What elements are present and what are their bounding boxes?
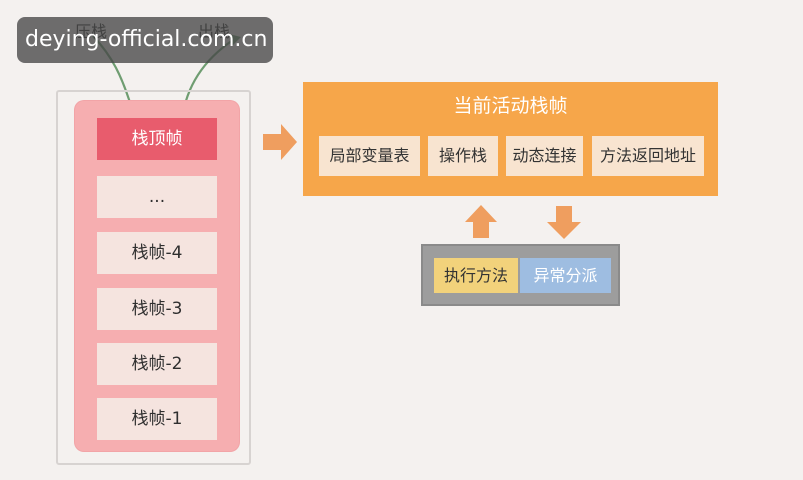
local-variable-table-box: 局部变量表 bbox=[319, 136, 420, 176]
watermark-banner: deying-official.com.cn bbox=[17, 17, 273, 63]
right-flow-arrow bbox=[263, 124, 297, 160]
exception-dispatch-chip: 异常分派 bbox=[520, 258, 611, 293]
method-return-address-box: 方法返回地址 bbox=[592, 136, 704, 176]
stack-outline bbox=[56, 90, 251, 465]
stack-panel: 栈顶帧 ... 栈帧-4 栈帧-3 栈帧-2 栈帧-1 bbox=[74, 100, 240, 452]
operand-stack-box: 操作栈 bbox=[428, 136, 498, 176]
method-actions-box: 执行方法 异常分派 bbox=[421, 244, 620, 306]
execute-method-chip: 执行方法 bbox=[434, 258, 518, 293]
stack-top-frame: 栈顶帧 bbox=[97, 118, 217, 160]
stack-frame-2: 栈帧-2 bbox=[97, 343, 217, 385]
stack-frame-3: 栈帧-3 bbox=[97, 288, 217, 330]
current-active-frame-title: 当前活动栈帧 bbox=[453, 95, 568, 117]
stack-ellipsis: ... bbox=[97, 176, 217, 218]
stack-frame-1: 栈帧-1 bbox=[97, 398, 217, 440]
stack-frame-4: 栈帧-4 bbox=[97, 232, 217, 274]
up-flow-arrow bbox=[465, 205, 497, 238]
current-active-frame-panel: 当前活动栈帧 局部变量表 操作栈 动态连接 方法返回地址 bbox=[303, 82, 718, 196]
dynamic-link-box: 动态连接 bbox=[506, 136, 583, 176]
down-flow-arrow bbox=[547, 206, 581, 239]
